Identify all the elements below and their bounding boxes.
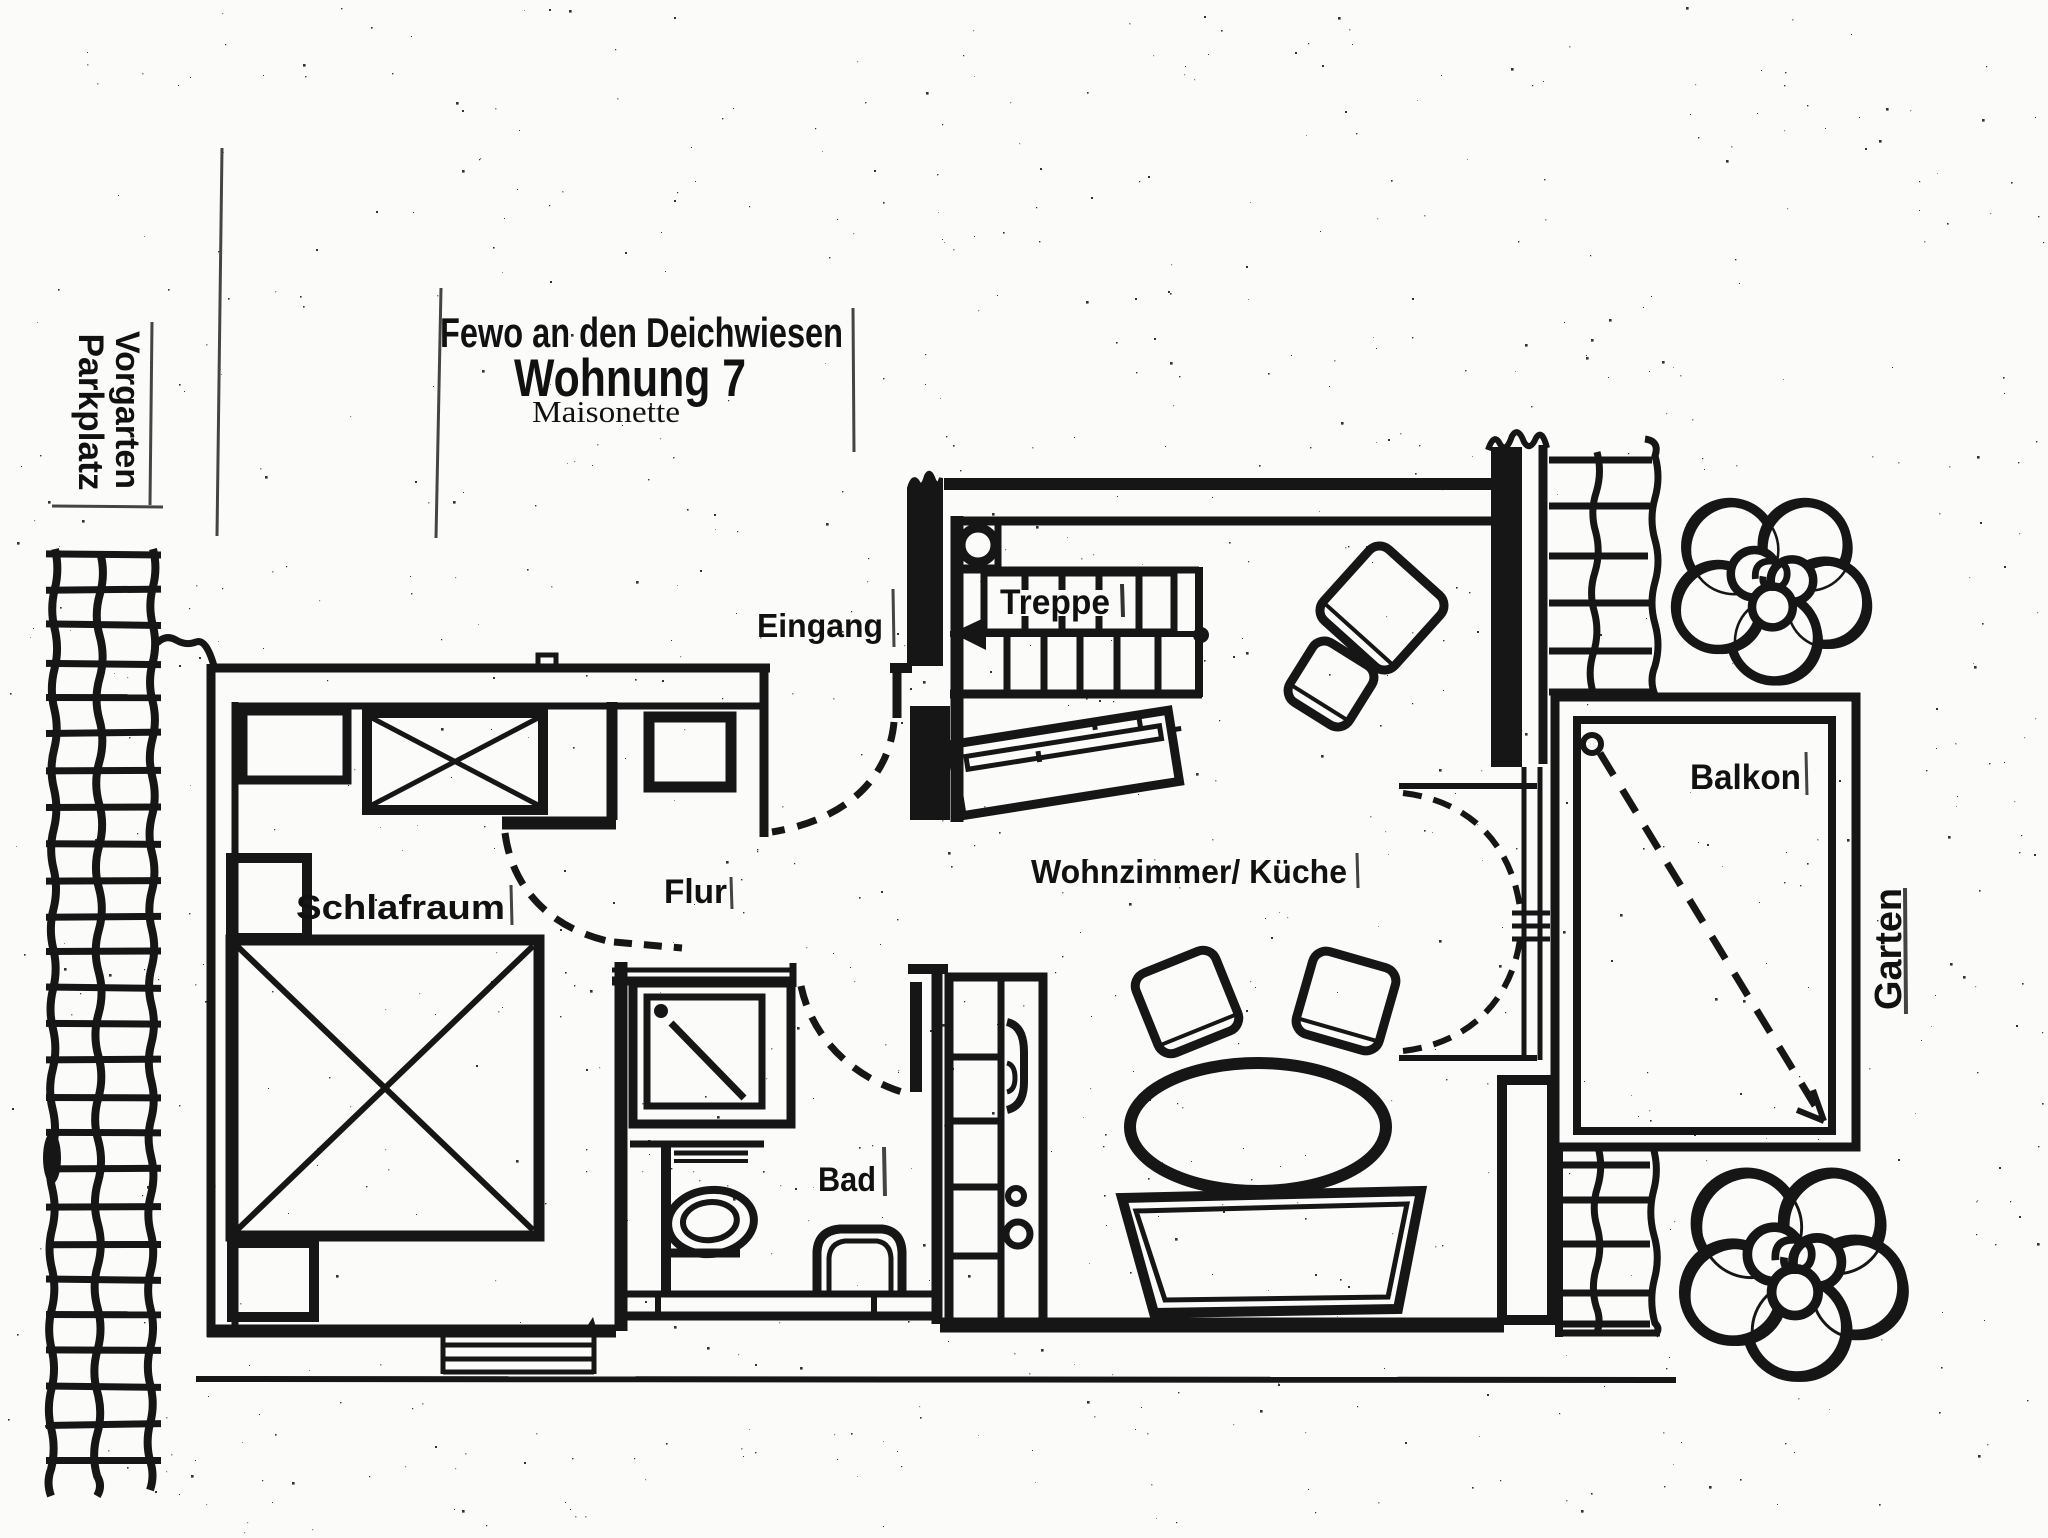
svg-text:Wohnung 7: Wohnung 7 xyxy=(514,349,746,408)
svg-text:Treppe: Treppe xyxy=(1000,583,1110,622)
svg-text:Vorgarten: Vorgarten xyxy=(108,331,146,489)
svg-text:Parkplatz: Parkplatz xyxy=(71,334,110,491)
svg-text:Fewo an den Deichwiesen: Fewo an den Deichwiesen xyxy=(440,309,843,356)
svg-text:Bad: Bad xyxy=(818,1161,876,1199)
svg-text:Eingang: Eingang xyxy=(757,607,883,644)
svg-text:Balkon: Balkon xyxy=(1690,758,1801,797)
svg-text:Maisonette: Maisonette xyxy=(532,394,680,429)
svg-text:Wohnzimmer/ Küche: Wohnzimmer/ Küche xyxy=(1031,853,1347,890)
svg-text:Schlafraum: Schlafraum xyxy=(296,889,505,927)
svg-text:Garten: Garten xyxy=(1868,888,1910,1010)
svg-text:Flur: Flur xyxy=(664,873,727,911)
